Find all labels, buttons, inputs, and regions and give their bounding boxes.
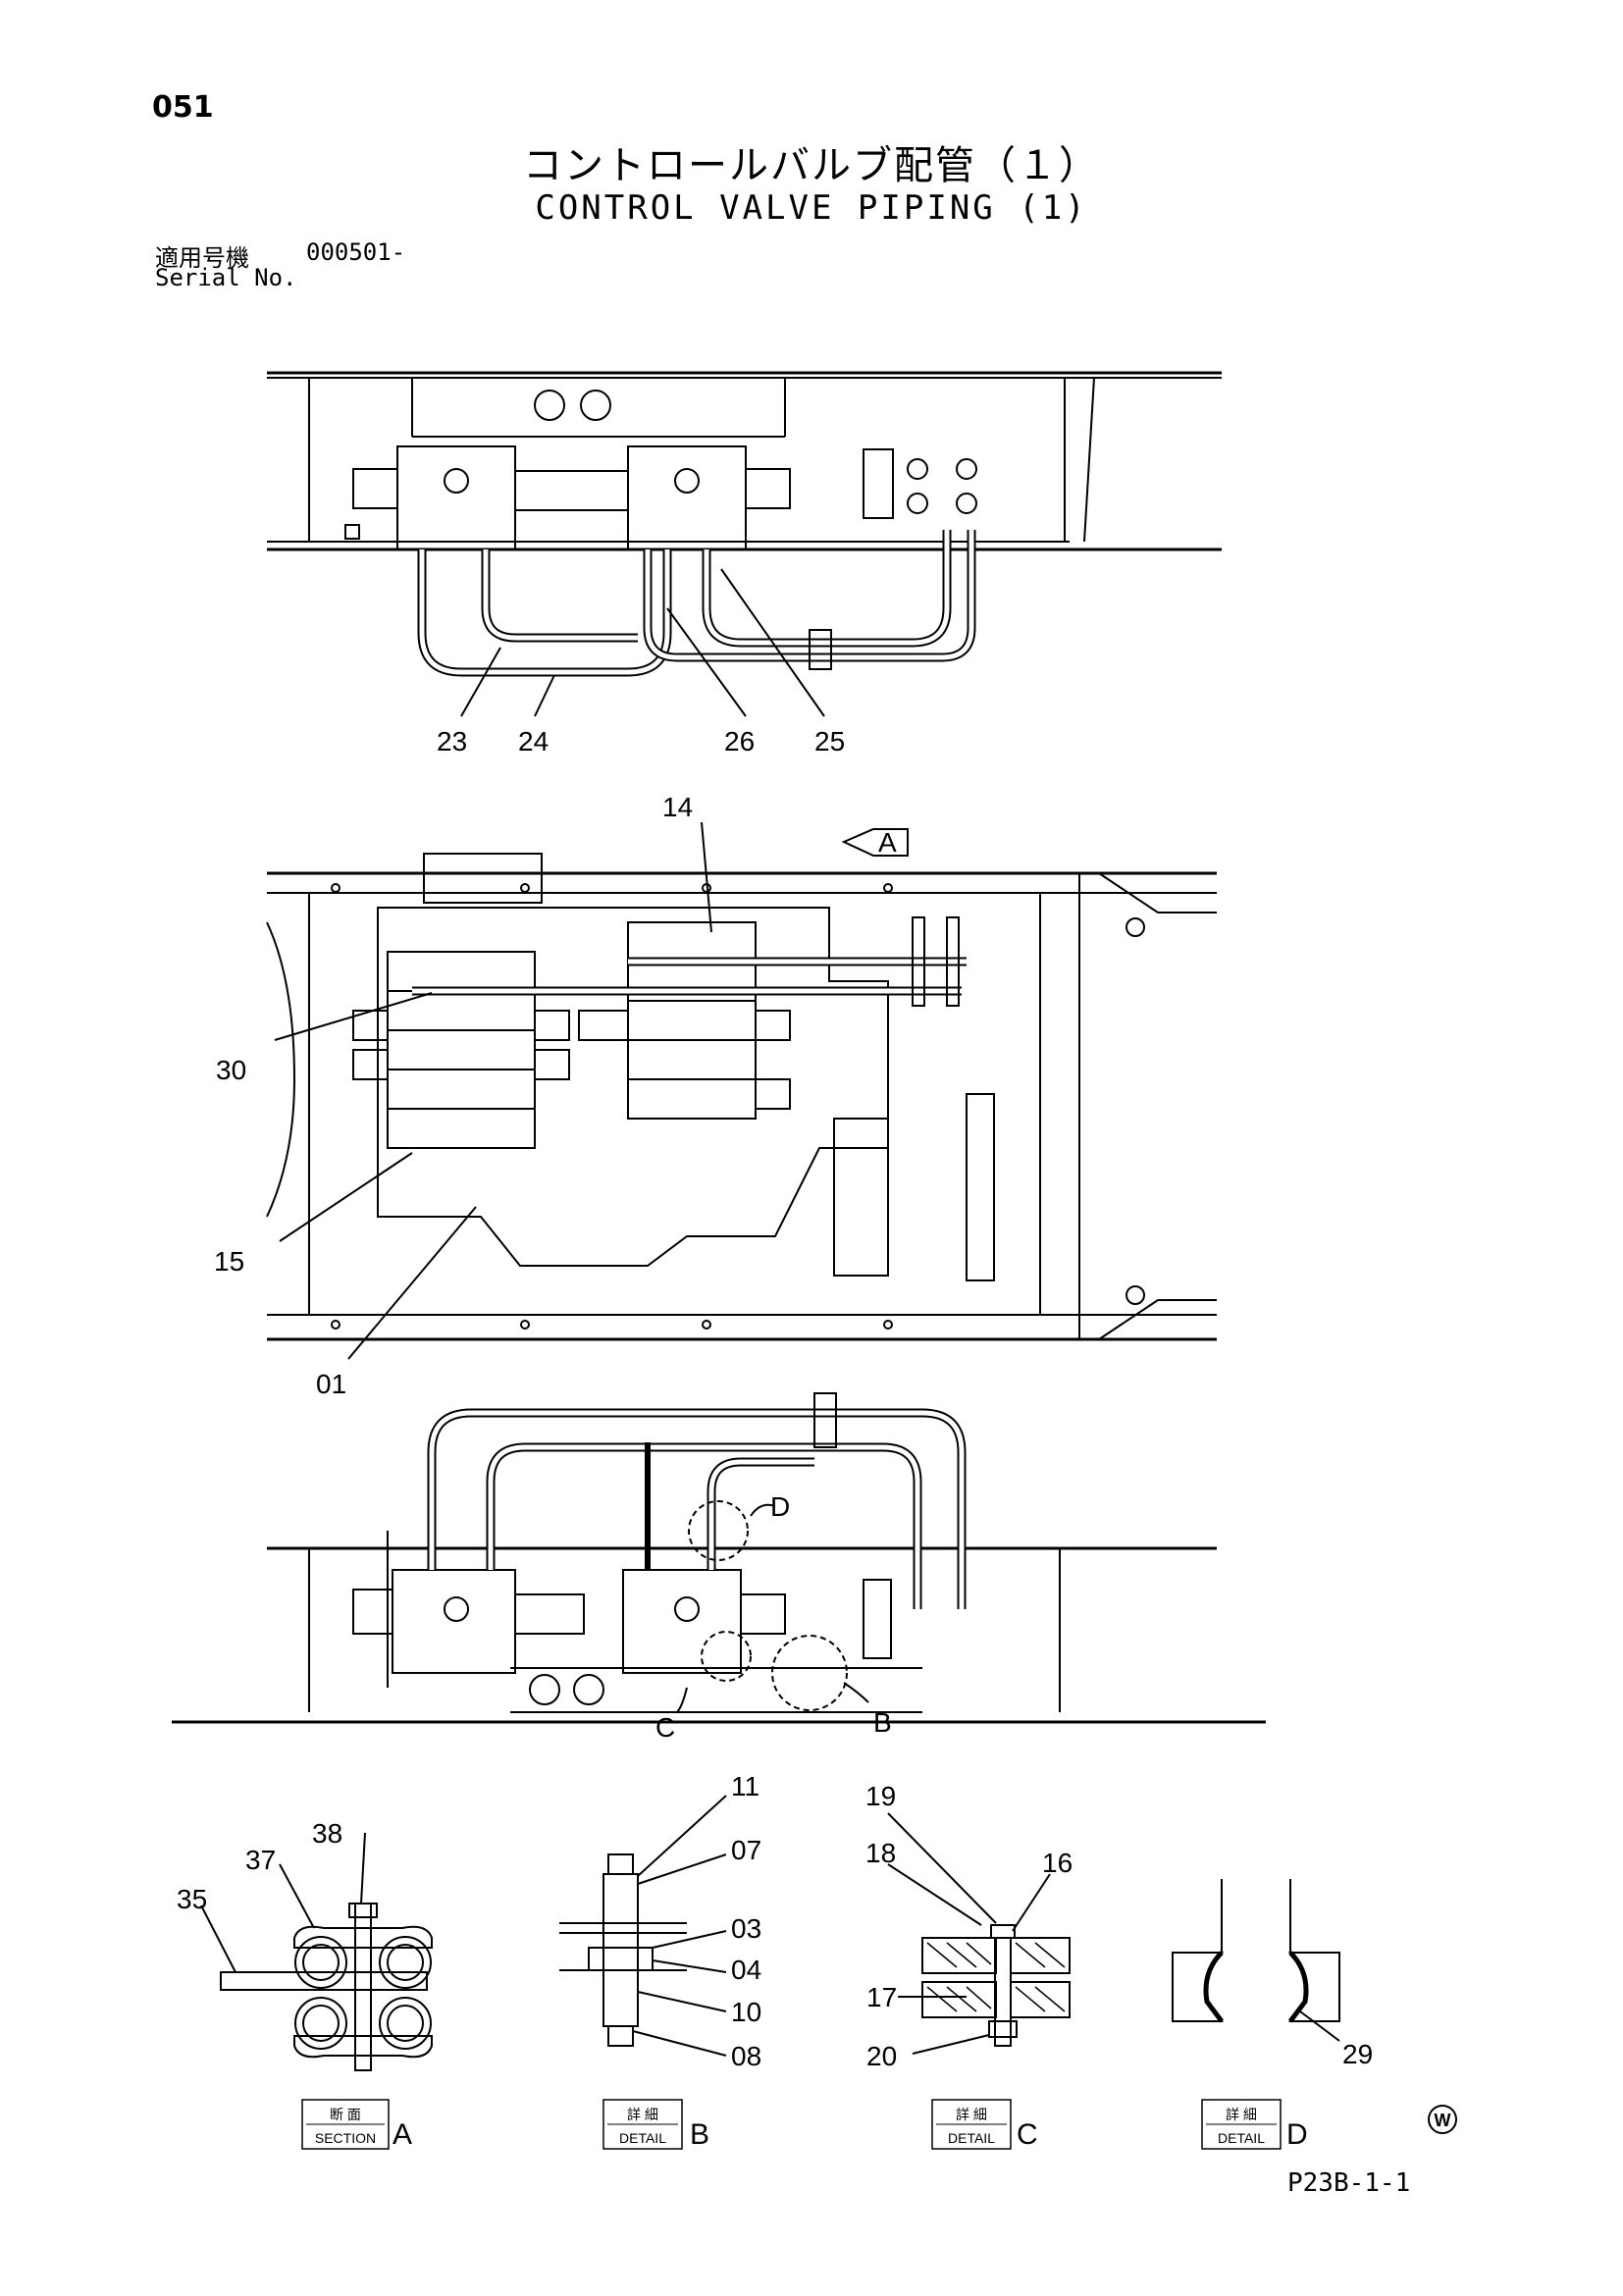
callout-37: 37 bbox=[245, 1845, 276, 1875]
detail-b-callouts: 11 07 03 04 10 08 bbox=[731, 1771, 761, 2071]
title-japanese: コントロールバルブ配管（１） bbox=[523, 143, 1100, 188]
plan-view bbox=[266, 821, 1217, 1360]
top-view bbox=[267, 371, 1222, 717]
callout-17: 17 bbox=[866, 1982, 897, 2012]
callout-16: 16 bbox=[1042, 1848, 1073, 1878]
detail-a-label-ja: 断 面 bbox=[330, 2107, 361, 2122]
detail-ref-b: B bbox=[873, 1707, 892, 1738]
detail-c-label-ja: 詳 細 bbox=[956, 2107, 987, 2122]
detail-c-detail bbox=[887, 1812, 1071, 2055]
callout-29: 29 bbox=[1342, 2039, 1373, 2069]
w-mark-letter: W bbox=[1435, 2111, 1451, 2130]
callout-15: 15 bbox=[214, 1246, 244, 1277]
detail-c-label-en: DETAIL bbox=[948, 2130, 995, 2146]
detail-b-label-ja: 詳 細 bbox=[627, 2107, 658, 2122]
detail-d-letter: D bbox=[1286, 2118, 1308, 2151]
detail-b-label: 詳 細 DETAIL B bbox=[602, 2099, 709, 2151]
callout-03: 03 bbox=[731, 1913, 761, 1944]
detail-c-label: 詳 細 DETAIL C bbox=[931, 2099, 1038, 2151]
detail-ref-c: C bbox=[655, 1712, 675, 1743]
detail-b-letter: B bbox=[690, 2118, 709, 2151]
detail-d-label-en: DETAIL bbox=[1218, 2130, 1265, 2146]
callout-10: 10 bbox=[731, 1997, 761, 2027]
callout-19: 19 bbox=[865, 1781, 896, 1811]
detail-d-detail bbox=[1172, 1879, 1340, 2042]
callout-26: 26 bbox=[724, 726, 755, 757]
callout-20: 20 bbox=[866, 2041, 897, 2071]
callout-04: 04 bbox=[731, 1955, 761, 1985]
detail-a-letter: A bbox=[393, 2118, 412, 2151]
callout-23: 23 bbox=[437, 726, 467, 757]
detail-b-detail bbox=[559, 1795, 727, 2057]
callout-14: 14 bbox=[662, 792, 693, 822]
detail-c-callouts: 19 18 16 17 20 bbox=[865, 1781, 1073, 2071]
callout-25: 25 bbox=[814, 726, 845, 757]
detail-a-callouts: 38 37 35 bbox=[177, 1818, 342, 1914]
plan-view-callouts: 14 A 30 15 01 bbox=[214, 792, 897, 1399]
side-view bbox=[172, 1392, 1266, 1724]
title-english: CONTROL VALVE PIPING (1) bbox=[535, 188, 1088, 228]
detail-ref-d: D bbox=[770, 1491, 790, 1522]
serial-label-japanese: 適用号機 bbox=[155, 244, 249, 272]
callout-18: 18 bbox=[865, 1838, 896, 1868]
detail-a-label: 断 面 SECTION A bbox=[301, 2099, 412, 2151]
callout-35: 35 bbox=[177, 1884, 207, 1914]
view-arrow-a: A bbox=[878, 827, 897, 858]
detail-d-label-ja: 詳 細 bbox=[1226, 2107, 1257, 2122]
detail-a-label-en: SECTION bbox=[315, 2130, 376, 2146]
serial-number-value: 000501- bbox=[306, 238, 406, 266]
callout-24: 24 bbox=[518, 726, 549, 757]
detail-b-label-en: DETAIL bbox=[619, 2130, 666, 2146]
document-code: P23B-1-1 bbox=[1287, 2168, 1411, 2198]
callout-38: 38 bbox=[312, 1818, 342, 1849]
top-view-callouts: 23 24 26 25 bbox=[437, 726, 845, 757]
callout-30: 30 bbox=[216, 1055, 246, 1085]
callout-07: 07 bbox=[731, 1835, 761, 1865]
w-mark: W bbox=[1428, 2105, 1457, 2134]
detail-d-callouts: 29 bbox=[1342, 2039, 1373, 2069]
callout-01: 01 bbox=[316, 1369, 346, 1399]
detail-a-section bbox=[200, 1832, 433, 2071]
serial-label-english: Serial No. bbox=[155, 264, 297, 291]
side-view-callouts: D C B bbox=[655, 1491, 892, 1743]
page-number: 051 bbox=[152, 90, 214, 125]
callout-08: 08 bbox=[731, 2041, 761, 2071]
callout-11: 11 bbox=[731, 1771, 759, 1801]
detail-c-letter: C bbox=[1017, 2118, 1038, 2151]
detail-d-label: 詳 細 DETAIL D bbox=[1201, 2099, 1308, 2151]
